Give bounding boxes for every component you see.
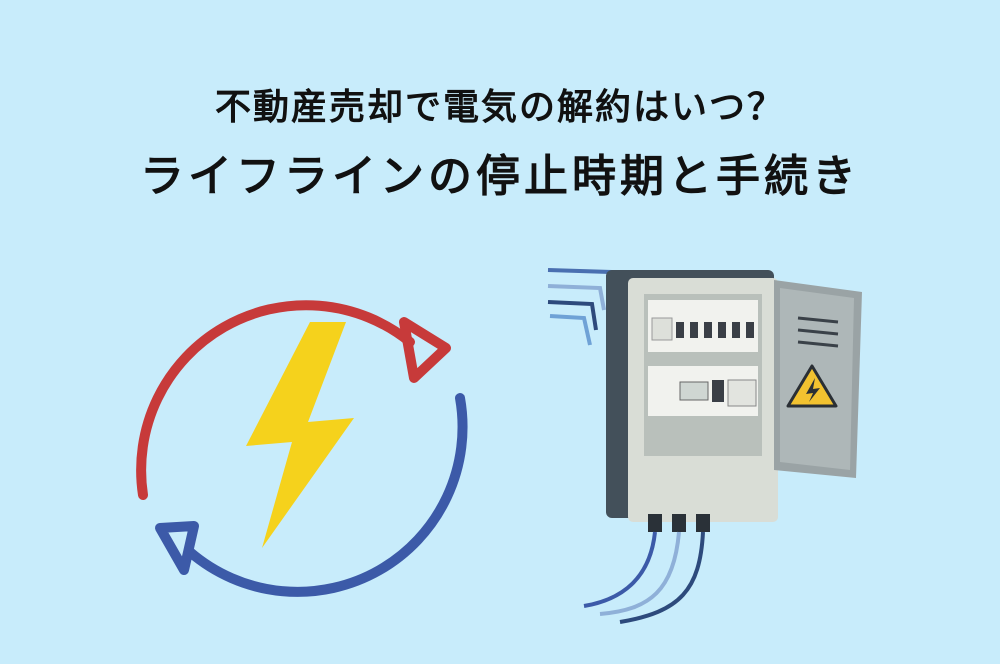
- lightning-bolt-icon: [246, 322, 354, 548]
- warning-high-voltage-icon: [786, 364, 838, 408]
- red-arrowhead: [399, 317, 451, 383]
- blue-arc: [185, 393, 468, 597]
- electrical-panel-illustration: [547, 268, 862, 624]
- headline-line-2: ライフラインの停止時期と手続き: [140, 151, 860, 202]
- headline-line-1: 不動産売却で電気の解約はいつ？: [214, 87, 785, 128]
- red-arc: [136, 300, 415, 500]
- refresh-cycle-arrows: [136, 300, 468, 597]
- blue-arrowhead: [155, 521, 199, 575]
